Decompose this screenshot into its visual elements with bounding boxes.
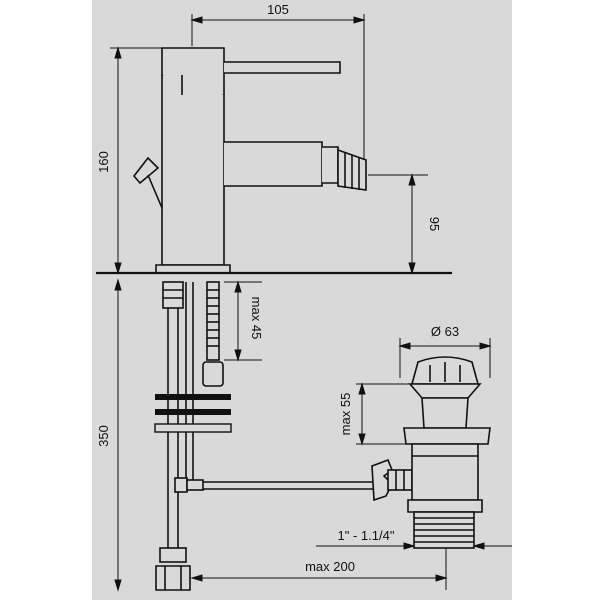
- dim-max45-label: max 45: [249, 297, 264, 340]
- mixer-body: [132, 47, 367, 274]
- dim-diameter63-label: Ø 63: [431, 324, 459, 339]
- dim-max200-label: max 200: [305, 559, 355, 574]
- dim-350-label: 350: [96, 425, 111, 447]
- fixing-plates: [154, 394, 232, 433]
- popup-rod: [174, 458, 413, 502]
- thread-size-label: 1" - 1.1/4": [338, 528, 395, 543]
- dimension-lines: [110, 14, 512, 592]
- dim-95-label: 95: [427, 217, 442, 231]
- dim-160-label: 160: [96, 151, 111, 173]
- dim-105-label: 105: [267, 2, 289, 17]
- dim-max55-label: max 55: [338, 393, 353, 436]
- hose-bottom-fitting: [155, 547, 191, 591]
- popup-waste: [403, 356, 491, 549]
